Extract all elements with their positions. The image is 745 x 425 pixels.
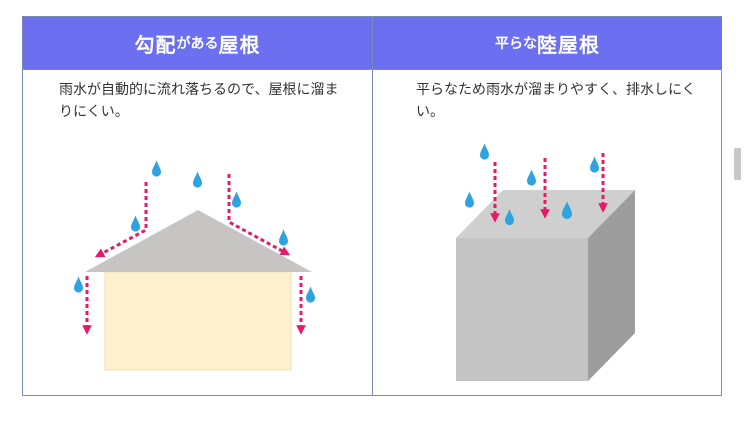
comparison-table: 勾配 がある 屋根 雨水が自動的に流れ落ちるので、屋根に溜まりにくい。 平らな … [22,16,722,396]
sloped-roof-title-part3: 屋根 [218,32,261,57]
raindrop-icon [152,160,161,177]
side-scroll-marker [734,148,741,180]
raindrop-icon [480,143,489,160]
sloped-house-illustration [85,210,312,371]
flat-roof-header: 平らな 陸屋根 [373,17,722,70]
raindrop-icon [131,215,140,232]
sloped-roof [85,210,312,272]
flat-roof-column: 平らな 陸屋根 平らなため雨水が溜まりやすく、排水しにくい。 [373,17,722,395]
cube-side [588,190,635,381]
flat-roof-arrows [490,153,608,223]
sloped-roof-title-part2: がある [176,36,219,52]
raindrop-icon [279,229,288,246]
sloped-roof-title-part1: 勾配 [134,32,177,57]
arrow-right-flow [227,174,291,256]
raindrop-icon [74,276,83,293]
raindrop-icon [306,286,315,303]
raindrop-icon [193,171,202,188]
raindrop-icon [590,156,599,173]
raindrop-icon [527,169,536,186]
raindrop-icon [465,191,474,208]
sloped-roof-arrows [82,174,306,335]
sloped-roof-header: 勾配 がある 屋根 [23,17,372,70]
sloped-roof-column: 勾配 がある 屋根 雨水が自動的に流れ落ちるので、屋根に溜まりにくい。 [23,17,373,395]
flat-roof-title-part1: 平らな [495,36,537,52]
house-wall [104,271,292,371]
flat-roof-description: 平らなため雨水が溜まりやすく、排水しにくい。 [416,82,696,120]
cube-front [456,238,588,381]
sloped-roof-description: 雨水が自動的に流れ落ちるので、屋根に溜まりにくい。 [59,82,339,120]
flat-roof-cube [456,190,635,381]
raindrop-icon [232,191,241,208]
flat-roof-title-part2: 陸屋根 [537,32,600,57]
arrow-left-flow [94,182,148,258]
